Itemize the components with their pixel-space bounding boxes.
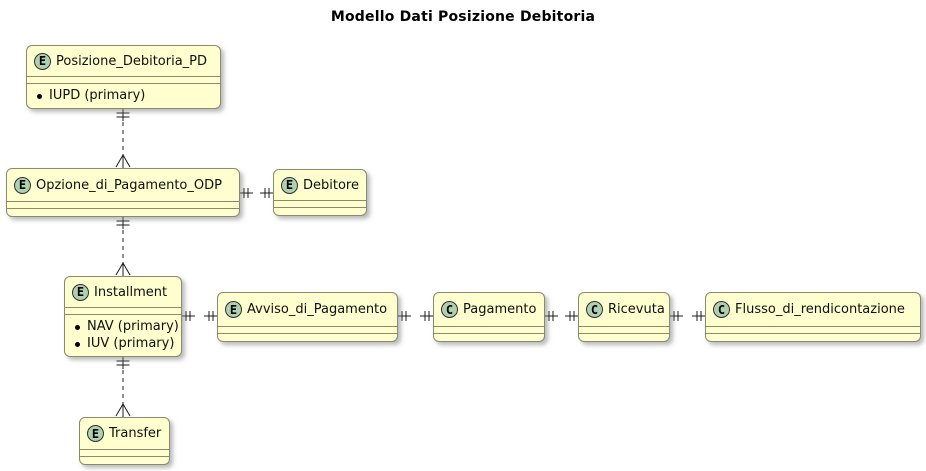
entity-name: Flusso_di_rendicontazione [735,302,905,317]
entity-fields-compartment [7,208,239,216]
relation-opzione_di_pagamento_odp-debitore [240,188,273,198]
entity-node-avviso_di_pagamento: E Avviso_di_Pagamento [217,292,398,342]
entity-stereotype-icon: E [225,301,242,318]
entity-stereotype-icon: C [713,301,730,318]
entity-name: Transfer [109,426,162,441]
entity-attribute-label: IUPD (primary) [49,88,146,103]
entity-header: C Ricevuta [579,293,669,326]
entity-attribute: IUPD (primary) [37,88,212,104]
entity-name: Opzione_di_Pagamento_ODP [36,177,222,193]
entity-attribute-label: IUV (primary) [87,336,175,351]
relation-ricevuta-flusso_di_rendicontazione [670,311,705,321]
entity-stereotype-icon: E [34,52,51,70]
entity-stereotype-icon: E [87,425,104,442]
entity-header: E Debitore [274,170,366,200]
entity-name: Posizione_Debitoria_PD [56,53,208,69]
entity-fields-compartment: NAV (primary) IUV (primary) [65,314,181,356]
entity-node-flusso_di_rendicontazione: C Flusso_di_rendicontazione [705,292,921,342]
entity-header: C Pagamento [434,293,544,326]
relation-posizione_debitoria_pd-opzione_di_pagamento_odp [115,109,131,168]
entity-stereotype-icon: E [72,283,89,301]
entity-header: C Flusso_di_rendicontazione [706,293,920,326]
entity-header: E Avviso_di_Pagamento [218,293,397,326]
entity-name: Avviso_di_Pagamento [247,302,388,317]
bullet-icon [37,93,42,99]
entity-fields-compartment [80,456,169,464]
entity-node-debitore: E Debitore [273,169,367,216]
entity-empty-compartment [274,200,366,207]
relation-installment-transfer [115,357,131,417]
entity-empty-compartment [706,326,920,333]
open-arrow-icon [115,154,131,168]
entity-node-ricevuta: C Ricevuta [578,292,670,342]
entity-header: E Opzione_di_Pagamento_ODP [7,169,239,201]
entity-empty-compartment [27,76,220,83]
entity-empty-compartment [579,326,669,333]
open-arrow-icon [115,262,131,276]
entity-empty-compartment [7,201,239,208]
entity-fields-compartment [274,207,366,215]
entity-header: E Posizione_Debitoria_PD [27,46,220,76]
entity-empty-compartment [218,326,397,333]
entity-empty-compartment [434,326,544,333]
entity-empty-compartment [65,307,181,314]
entity-node-posizione_debitoria_pd: E Posizione_Debitoria_PD IUPD (primary) [26,45,221,109]
entity-name: Ricevuta [608,302,665,317]
entity-fields-compartment [434,333,544,341]
relation-installment-avviso_di_pagamento [182,311,217,321]
entity-fields-compartment [706,333,920,341]
entity-attribute: IUV (primary) [75,336,175,352]
entity-attribute-label: NAV (primary) [87,319,179,334]
entity-node-installment: E Installment NAV (primary) IUV (primary) [64,276,182,357]
bullet-icon [75,324,80,330]
bullet-icon [75,341,80,347]
entity-node-pagamento: C Pagamento [433,292,545,342]
entity-header: E Transfer [80,418,169,449]
entity-stereotype-icon: E [14,176,31,194]
entity-empty-compartment [80,449,169,456]
relation-avviso_di_pagamento-pagamento [398,311,433,321]
entity-node-opzione_di_pagamento_odp: E Opzione_di_Pagamento_ODP [6,168,240,217]
entity-node-transfer: E Transfer [79,417,170,465]
entity-stereotype-icon: E [281,176,298,194]
entity-name: Pagamento [463,302,537,317]
entity-name: Debitore [303,177,359,193]
entity-fields-compartment [579,333,669,341]
entity-fields-compartment [218,333,397,341]
entity-stereotype-icon: C [441,301,458,318]
entity-stereotype-icon: C [586,301,603,318]
diagram-title: Modello Dati Posizione Debitoria [330,9,596,25]
entity-name: Installment [94,284,168,300]
relation-opzione_di_pagamento_odp-installment [115,217,131,276]
entity-fields-compartment: IUPD (primary) [27,83,220,108]
entity-header: E Installment [65,277,181,307]
relation-pagamento-ricevuta [545,311,578,321]
open-arrow-icon [115,403,131,417]
entity-attribute: NAV (primary) [75,319,179,335]
